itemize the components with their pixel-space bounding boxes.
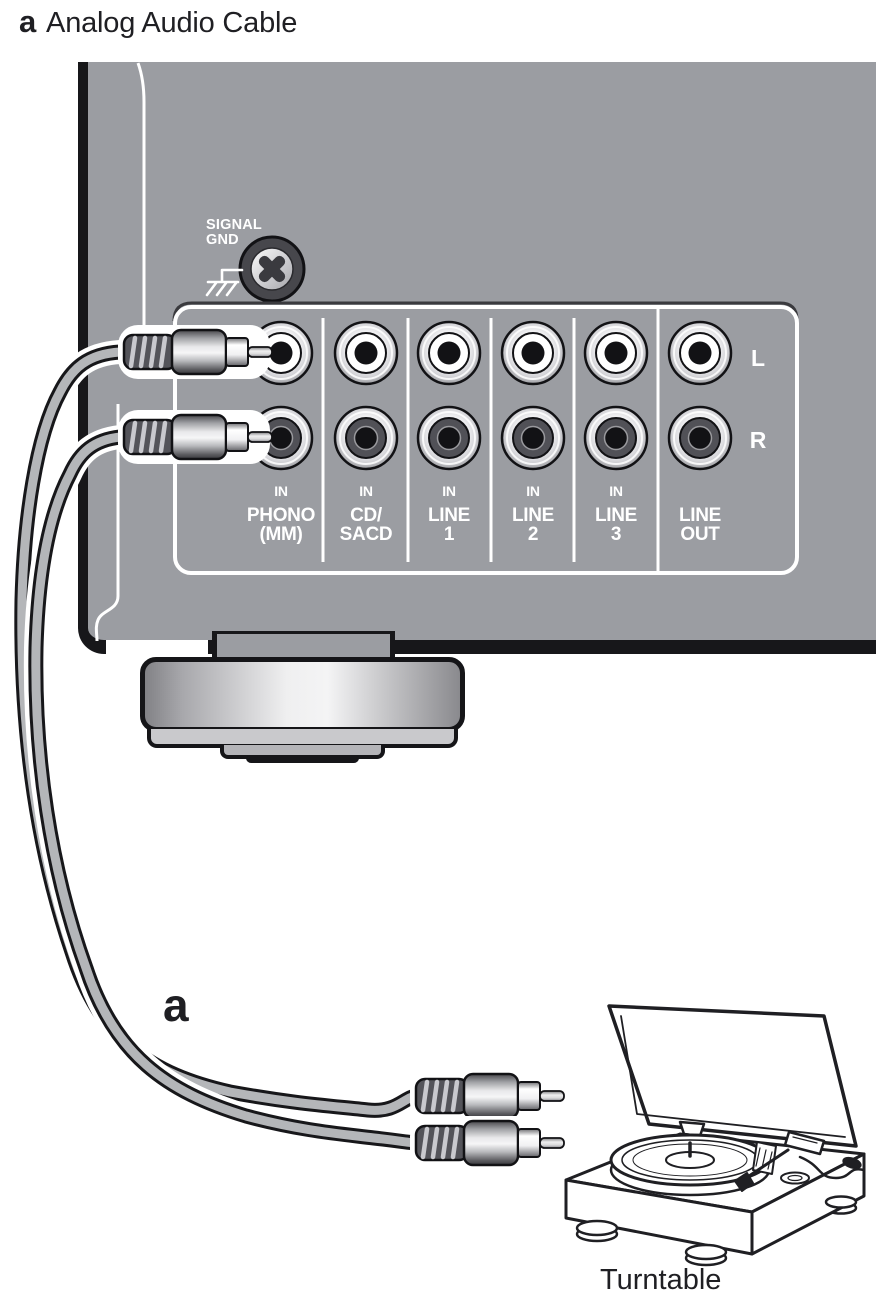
jack-plate-dividers: [321, 309, 660, 571]
signal-gnd-line2: GND: [206, 232, 239, 248]
turntable-lid: [607, 1004, 858, 1148]
io-label: IN: [442, 483, 456, 499]
signal-gnd-label: SIGNAL GND: [206, 218, 262, 248]
channel-label-left: L: [750, 345, 766, 371]
jack-name: LINE: [594, 505, 638, 526]
chassis-ground-icon: [205, 268, 244, 297]
jack-label-cd-sacd: IN CD/ SACD: [306, 483, 426, 544]
jack-label-line2: IN LINE 2: [473, 483, 593, 544]
amplifier-foot-layer4: [246, 756, 359, 763]
io-label: IN: [609, 483, 623, 499]
io-label: IN: [359, 483, 373, 499]
analog-audio-cable: [9, 340, 430, 1155]
rca-plug-free-right: [410, 1116, 564, 1170]
turntable-signal-cable: [798, 1155, 866, 1180]
turntable-tonearm: [734, 1130, 826, 1192]
jack-label-line-out: LINE OUT: [640, 483, 760, 544]
io-label: IN: [526, 483, 540, 499]
turntable-platter: [609, 1133, 771, 1197]
cable-marker-a-title: a: [19, 4, 37, 39]
io-label: [640, 483, 760, 506]
jack-name: LINE: [678, 505, 722, 526]
jack-label-line1: IN LINE 1: [389, 483, 509, 544]
amplifier-foot: [140, 657, 465, 732]
jack-name: LINE: [511, 505, 555, 526]
turntable-feet-top: [575, 1195, 858, 1261]
jack-name: LINE: [427, 505, 471, 526]
jack-name: CD/: [350, 505, 382, 526]
jack-name: 3: [610, 524, 622, 545]
jack-name: OUT: [680, 524, 720, 545]
jack-label-phono: IN PHONO (MM): [221, 483, 341, 544]
jack-label-line3: IN LINE 3: [556, 483, 676, 544]
amplifier-foot-pedestal: [212, 631, 395, 660]
signal-gnd-line1: SIGNAL: [206, 217, 262, 233]
diagram-title: a Analog Audio Cable: [19, 4, 297, 40]
panel-corner-notch: [106, 640, 208, 654]
rca-plug-free-left: [410, 1069, 564, 1123]
panel-seam-lines: [94, 62, 146, 642]
rca-plug-phono-right: [118, 410, 272, 464]
jack-name: (MM): [259, 524, 303, 545]
cable-marker-a: a: [163, 979, 189, 1031]
jack-name: SACD: [339, 524, 393, 545]
jack-name: 1: [443, 524, 455, 545]
rca-plug-phono-left: [118, 325, 272, 379]
turntable-illustration: [564, 1004, 866, 1267]
ground-screw-icon: [238, 235, 306, 303]
jack-name: 2: [527, 524, 539, 545]
adapter-well: [780, 1171, 810, 1185]
channel-label-right: R: [749, 427, 767, 453]
turntable-caption: Turntable: [600, 1264, 722, 1296]
io-label: IN: [274, 483, 288, 499]
jack-name: PHONO: [246, 505, 316, 526]
title-text: Analog Audio Cable: [46, 7, 298, 39]
